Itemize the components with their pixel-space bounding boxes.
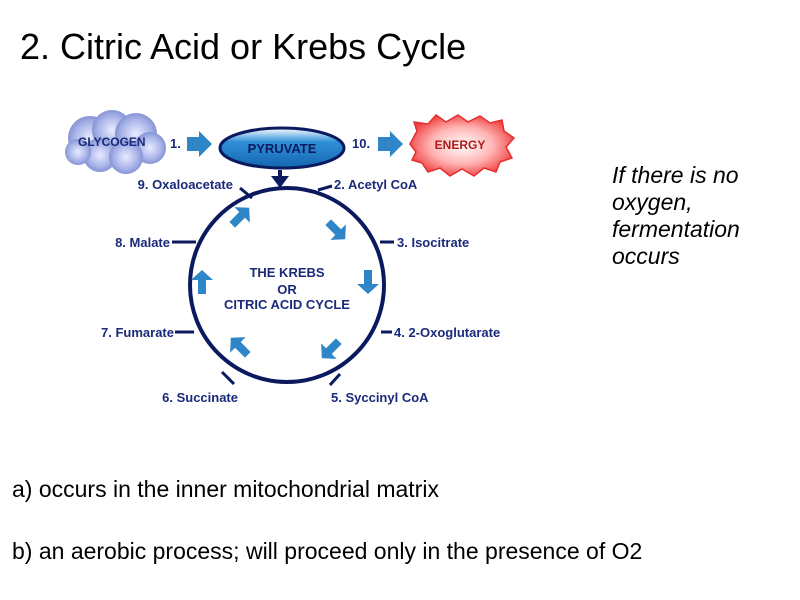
slide-title: 2. Citric Acid or Krebs Cycle	[20, 26, 467, 67]
cycle-center-label-2: OR	[277, 282, 297, 297]
glycogen-label: GLYCOGEN	[78, 135, 146, 149]
stage-fumarate: 7. Fumarate	[101, 325, 174, 340]
energy-label: ENERGY	[435, 138, 486, 152]
cycle-arrows	[191, 207, 379, 359]
stage-syccinyl-coa: 5. Syccinyl CoA	[331, 390, 429, 405]
cycle-center-label-3: CITRIC ACID CYCLE	[224, 297, 350, 312]
note-line-4: occurs	[612, 243, 680, 270]
glycogen-cloud	[65, 110, 166, 174]
arrow-malate	[229, 207, 250, 228]
stage-2-oxoglutarate: 4. 2-Oxoglutarate	[394, 325, 500, 340]
step-1-label: 1.	[170, 136, 181, 151]
arrow-isocitrate	[357, 270, 379, 294]
arrow-fumarate	[191, 270, 213, 294]
cycle-connectors	[172, 184, 394, 387]
fermentation-note: If there is no oxygen, fermentation occu…	[612, 162, 792, 271]
point-a: a) occurs in the inner mitochondrial mat…	[12, 476, 439, 502]
stage-acetyl-coa: 2. Acetyl CoA	[334, 177, 418, 192]
stage-isocitrate: 3. Isocitrate	[397, 235, 469, 250]
point-b: b) an aerobic process; will proceed only…	[12, 538, 643, 564]
cycle-ring	[188, 186, 386, 384]
arrow-pyruvate-to-energy	[378, 131, 403, 157]
arrow-glycogen-to-pyruvate	[187, 131, 212, 157]
energy-burst	[409, 114, 516, 177]
note-line-1: If there is no	[612, 162, 739, 188]
note-line-3: fermentation	[612, 216, 740, 243]
pyruvate-label: PYRUVATE	[248, 141, 317, 156]
arrow-acetyl-coa	[325, 219, 346, 240]
arrow-2-oxoglutarate	[321, 338, 342, 359]
cycle-center-label-1: THE KREBS	[249, 265, 324, 280]
arrow-succinate	[230, 337, 251, 358]
pyruvate-to-cycle-arrowhead	[271, 176, 289, 188]
stage-succinate: 6. Succinate	[162, 390, 238, 405]
pyruvate-ellipse	[218, 126, 346, 170]
stage-oxaloacetate: 9. Oxaloacetate	[138, 177, 233, 192]
note-line-2: oxygen,	[612, 189, 693, 216]
stage-malate: 8. Malate	[115, 235, 170, 250]
step-10-label: 10.	[352, 136, 370, 151]
